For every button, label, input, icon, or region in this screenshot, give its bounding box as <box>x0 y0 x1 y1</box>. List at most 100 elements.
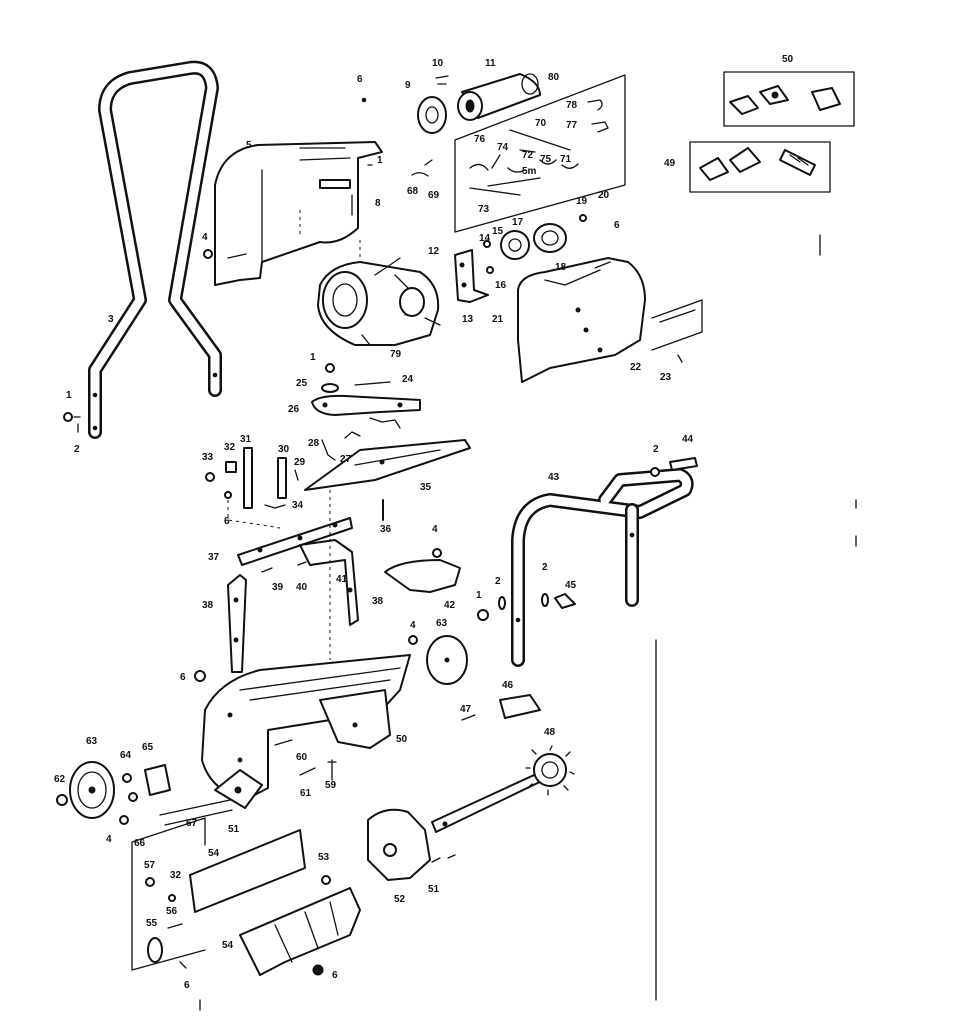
label-bolt-1: 1 <box>476 590 482 601</box>
kit-set-49 <box>689 141 831 193</box>
label-drum: 18 <box>555 262 567 273</box>
label-knob-44: 44 <box>682 434 694 445</box>
disc-63 <box>426 635 468 685</box>
label-kit-76: 76 <box>474 134 486 145</box>
label-rod: 27 <box>340 454 352 465</box>
label-fan-51: 51 <box>228 824 240 835</box>
label-handle: 3 <box>108 314 114 325</box>
label-bolt-40: 40 <box>296 582 308 593</box>
label-pin-31: 31 <box>240 434 252 445</box>
label-kit-77: 77 <box>566 120 578 131</box>
label-bracket-46: 46 <box>502 680 514 691</box>
label-screw-51: 51 <box>428 884 440 895</box>
label-housing-clip: 8 <box>375 198 381 209</box>
fan-assembly <box>144 739 337 826</box>
label-housing-bolt: 4 <box>202 232 208 243</box>
label-screw-top: 6 <box>357 74 363 85</box>
label-motor: 79 <box>390 349 402 360</box>
label-bracket-38-left: 38 <box>202 600 214 611</box>
plate-35 <box>304 439 471 521</box>
label-kit-78: 78 <box>566 100 578 111</box>
handle-hardware <box>63 412 81 433</box>
scraper-54b <box>239 875 361 976</box>
label-pin-20: 20 <box>598 190 610 201</box>
gear-drum <box>483 214 587 274</box>
label-hw-16: 16 <box>495 280 507 291</box>
label-handle-washer: 2 <box>74 444 80 455</box>
label-lever: 26 <box>288 404 300 415</box>
label-nut-19: 19 <box>576 196 588 207</box>
label-panel-a: 68 <box>407 186 419 197</box>
label-nut-66: 66 <box>134 838 146 849</box>
label-decal-pin: 23 <box>660 372 672 383</box>
label-lower-handle: 43 <box>548 472 560 483</box>
label-kit-72: 72 <box>522 150 534 161</box>
label-bar-37: 37 <box>208 552 220 563</box>
label-kit-75: 75 <box>540 154 552 165</box>
label-set-49: 49 <box>664 158 676 169</box>
label-cylinder: 11 <box>485 58 496 69</box>
label-bolt-57: 57 <box>144 860 156 871</box>
label-kit-73: 73 <box>478 204 490 215</box>
label-scraper-54b: 54 <box>222 940 234 951</box>
label-lever-nut: 25 <box>296 378 308 389</box>
label-scraper-54a: 54 <box>208 848 220 859</box>
bracket-12-13 <box>454 249 489 303</box>
label-bolt-60: 60 <box>296 752 308 763</box>
bracket-46 <box>461 694 541 721</box>
label-bolt-61: 61 <box>300 788 312 799</box>
label-hw-14: 14 <box>479 233 491 244</box>
label-pin-32: 32 <box>224 442 236 453</box>
label-plate-55: 55 <box>146 918 158 929</box>
handle <box>88 60 222 439</box>
shaft-sprocket <box>431 745 575 833</box>
label-guard-bolt: 4 <box>432 524 438 535</box>
label-bolt-39: 39 <box>272 582 284 593</box>
label-guard-42: 42 <box>444 600 456 611</box>
label-nut-6f: 6 <box>332 970 338 981</box>
label-kit-74: 74 <box>497 142 509 153</box>
decal <box>651 299 703 363</box>
label-bracket-38-right: 38 <box>372 596 384 607</box>
label-screw-6b: 6 <box>614 220 620 231</box>
label-screw-6c: 6 <box>224 516 230 527</box>
label-bolt-56: 56 <box>166 906 178 917</box>
wheel-63 <box>56 761 138 825</box>
kit-set-50 <box>723 71 855 127</box>
label-screw-6d: 6 <box>180 672 186 683</box>
label-auger-housing: 50 <box>396 734 408 745</box>
label-screw-6e: 6 <box>184 980 190 991</box>
guard-42 <box>384 548 461 593</box>
guard-52 <box>367 808 456 881</box>
label-link-41: 41 <box>336 574 348 585</box>
handle-hardware-lower <box>408 593 576 645</box>
label-decal: 22 <box>630 362 642 373</box>
lever-assembly <box>311 363 421 461</box>
pulley-assembly <box>417 73 541 134</box>
label-kit-sm: 5m <box>522 166 537 177</box>
housing-hardware <box>203 97 373 259</box>
label-nut-4: 4 <box>410 620 416 631</box>
auger-housing <box>194 654 411 801</box>
label-clip: 10 <box>432 58 444 69</box>
label-bracket-lower: 13 <box>462 314 474 325</box>
label-cylinder-end: 80 <box>548 72 560 83</box>
label-sprocket-48: 48 <box>544 727 556 738</box>
lower-panel <box>131 817 306 971</box>
label-pin-29: 29 <box>294 457 306 468</box>
labels: 3 1 2 4 5 6 8 1 9 10 11 80 68 69 12 13 7… <box>54 54 794 991</box>
label-pin-36: 36 <box>380 524 392 535</box>
label-plate: 35 <box>420 482 432 493</box>
label-washer-2c: 2 <box>542 562 548 573</box>
label-cover: 21 <box>492 314 504 325</box>
label-washer-34: 34 <box>292 500 304 511</box>
label-pin-33: 33 <box>202 452 214 463</box>
label-bearing-65: 65 <box>142 742 154 753</box>
label-pulley: 9 <box>405 80 411 91</box>
label-washer-2b: 2 <box>495 576 501 587</box>
label-gear: 17 <box>512 217 524 228</box>
label-bracket: 12 <box>428 246 440 257</box>
label-wheel-63: 63 <box>86 736 98 747</box>
label-kit-70: 70 <box>535 118 547 129</box>
